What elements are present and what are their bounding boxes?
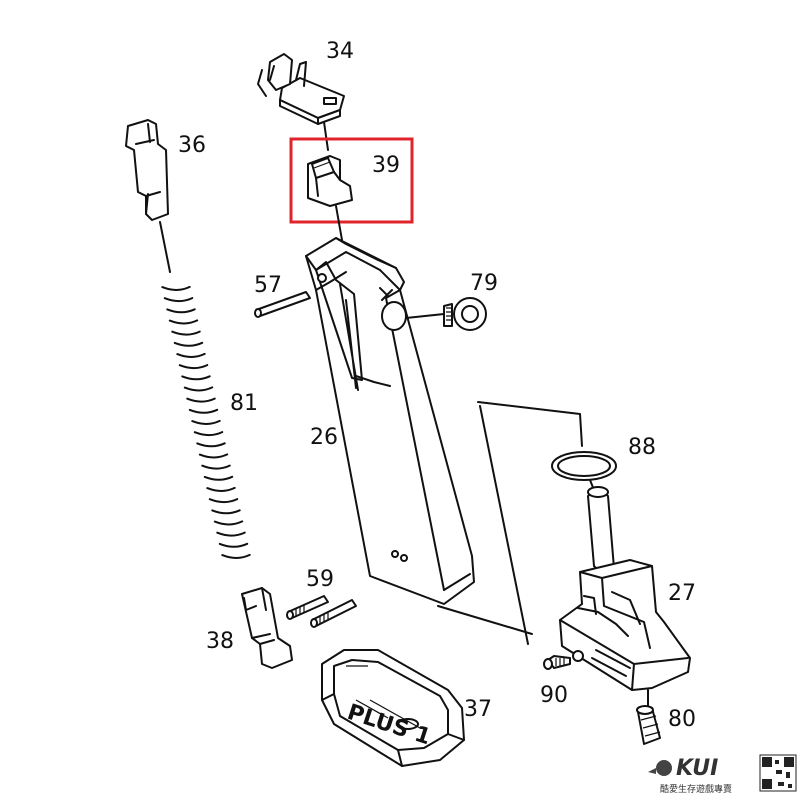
leader-34-39 — [323, 121, 329, 151]
label-36: 36 — [178, 133, 206, 158]
part-37-base-plate: PLUS 1 — [321, 649, 465, 767]
part-38-lower-guide — [241, 587, 293, 669]
highlight-box-39 — [289, 137, 414, 224]
label-34: 34 — [326, 39, 354, 64]
label-80: 80 — [668, 707, 696, 732]
part-34-follower — [257, 53, 345, 125]
label-26: 26 — [310, 425, 338, 450]
part-39-lock-block — [307, 155, 353, 207]
watermark: KUI 酷愛生存遊戲專賣 — [648, 754, 797, 795]
part-57-pin — [254, 291, 311, 318]
label-79: 79 — [470, 271, 498, 296]
kui-logo-icon — [648, 760, 672, 776]
label-88: 88 — [628, 435, 656, 460]
qr-code-icon — [759, 754, 797, 792]
label-38: 38 — [206, 629, 234, 654]
part-79-fill-valve — [405, 297, 487, 331]
part-36-spring-guide — [125, 119, 169, 221]
label-37: 37 — [464, 697, 492, 722]
leader-36-81 — [159, 221, 171, 273]
part-88-o-ring — [551, 451, 617, 481]
label-59: 59 — [306, 567, 334, 592]
part-80-screw — [636, 689, 661, 745]
spring-coil — [161, 285, 251, 559]
part-59-pins — [286, 595, 357, 628]
label-90: 90 — [540, 683, 568, 708]
label-27: 27 — [668, 581, 696, 606]
label-39: 39 — [372, 153, 400, 178]
watermark-brand: KUI — [676, 756, 718, 781]
part-26-magazine-body — [305, 237, 475, 605]
label-57: 57 — [254, 273, 282, 298]
part-90-screw — [543, 655, 571, 670]
leader-39-26 — [335, 205, 343, 241]
watermark-slogan: 酷愛生存遊戲專賣 — [660, 783, 732, 795]
part-27-valve-body — [559, 486, 691, 691]
label-81: 81 — [230, 391, 258, 416]
part-81-magazine-spring — [161, 285, 251, 559]
assembly-guide-26-27 — [437, 401, 583, 645]
